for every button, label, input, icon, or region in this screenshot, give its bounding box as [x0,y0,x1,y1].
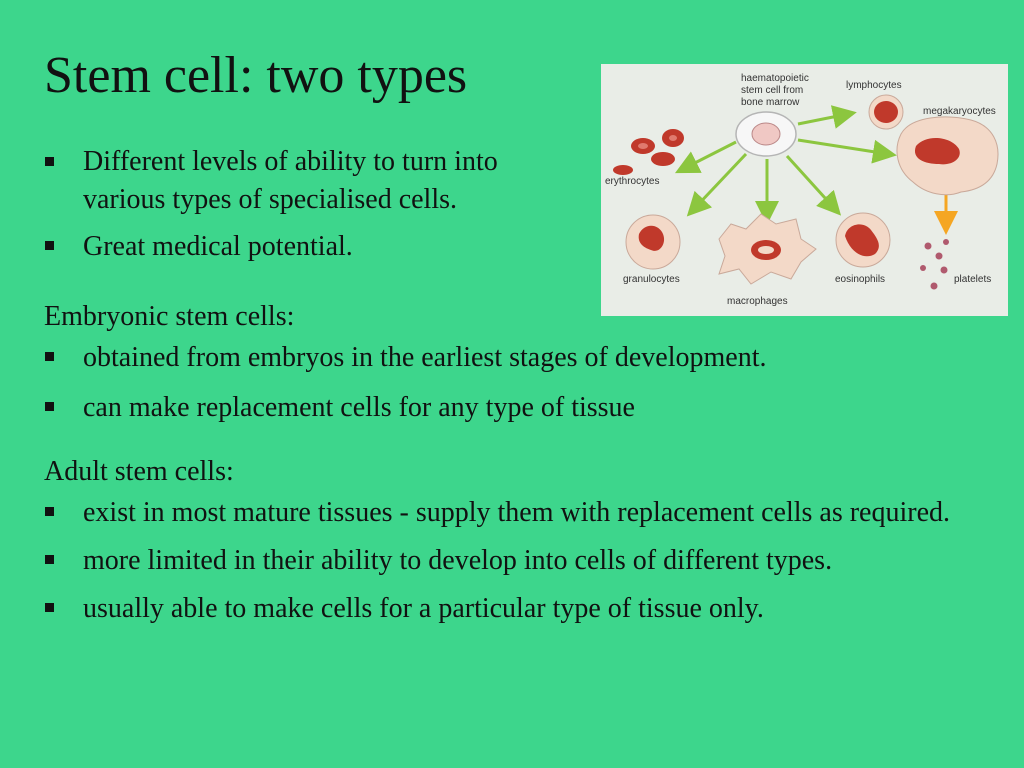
adult-heading: Adult stem cells: [44,456,234,487]
list-item: obtained from embryos in the earliest st… [44,338,984,378]
haematopoiesis-diagram: haematopoietic stem cell from bone marro… [601,64,1008,316]
embryonic-section: Embryonic stem cells: obtained from embr… [44,300,984,428]
adult-bullet-list: exist in most mature tissues - supply th… [44,493,984,629]
bullet-square-icon [45,352,54,361]
list-item: can make replacement cells for any type … [44,388,984,428]
platelets-icon [920,239,949,290]
embryonic-bullet-list: obtained from embryos in the earliest st… [44,338,984,428]
bullet-square-icon [45,507,54,516]
bullet-text: exist in most mature tissues - supply th… [83,497,951,528]
adult-section: Adult stem cells: exist in most mature t… [44,455,984,629]
bullet-square-icon [45,241,54,250]
megakaryocyte-icon [896,116,999,196]
platelets-label: platelets [954,274,991,285]
bullet-square-icon [45,402,54,411]
eosinophil-icon [835,212,891,268]
bullet-text: usually able to make cells for a particu… [83,593,764,624]
list-item: exist in most mature tissues - supply th… [44,493,984,533]
lymphocyte-icon [868,94,904,130]
intro-bullet-list: Different levels of ability to turn into… [44,143,604,267]
stem-cell-label-line2: stem cell from [741,85,803,96]
granulocyte-icon [625,214,681,270]
macrophages-label: macrophages [727,296,788,307]
list-item: Great medical potential. [44,227,604,267]
slide-title: Stem cell: two types [44,47,468,104]
granulocytes-label: granulocytes [623,274,680,285]
eosinophils-label: eosinophils [835,274,885,285]
differentiation-arrows [674,105,958,235]
bullet-square-icon [45,603,54,612]
intro-section: Different levels of ability to turn into… [44,143,604,267]
bullet-text: can make replacement cells for any type … [83,392,635,423]
bullet-text: Great medical potential. [83,231,353,262]
bullet-square-icon [45,157,54,166]
bullet-text: obtained from embryos in the earliest st… [83,342,767,373]
diagram-svg: haematopoietic stem cell from bone marro… [605,73,999,307]
erythrocytes-label: erythrocytes [605,176,659,187]
stem-cell-icon [735,111,797,157]
list-item: Different levels of ability to turn into… [44,143,604,219]
lymphocytes-label: lymphocytes [846,80,902,91]
macrophage-icon [718,213,817,285]
bullet-square-icon [45,555,54,564]
stem-cell-label-line3: bone marrow [741,97,800,108]
bullet-text: Different levels of ability to turn into… [83,146,498,215]
list-item: more limited in their ability to develop… [44,541,984,581]
erythrocytes-icon [613,129,684,175]
bullet-text: more limited in their ability to develop… [83,545,833,576]
stem-cell-label-line1: haematopoietic [741,73,809,84]
embryonic-heading: Embryonic stem cells: [44,301,295,332]
list-item: usually able to make cells for a particu… [44,589,984,629]
megakaryocytes-label: megakaryocytes [923,106,996,117]
